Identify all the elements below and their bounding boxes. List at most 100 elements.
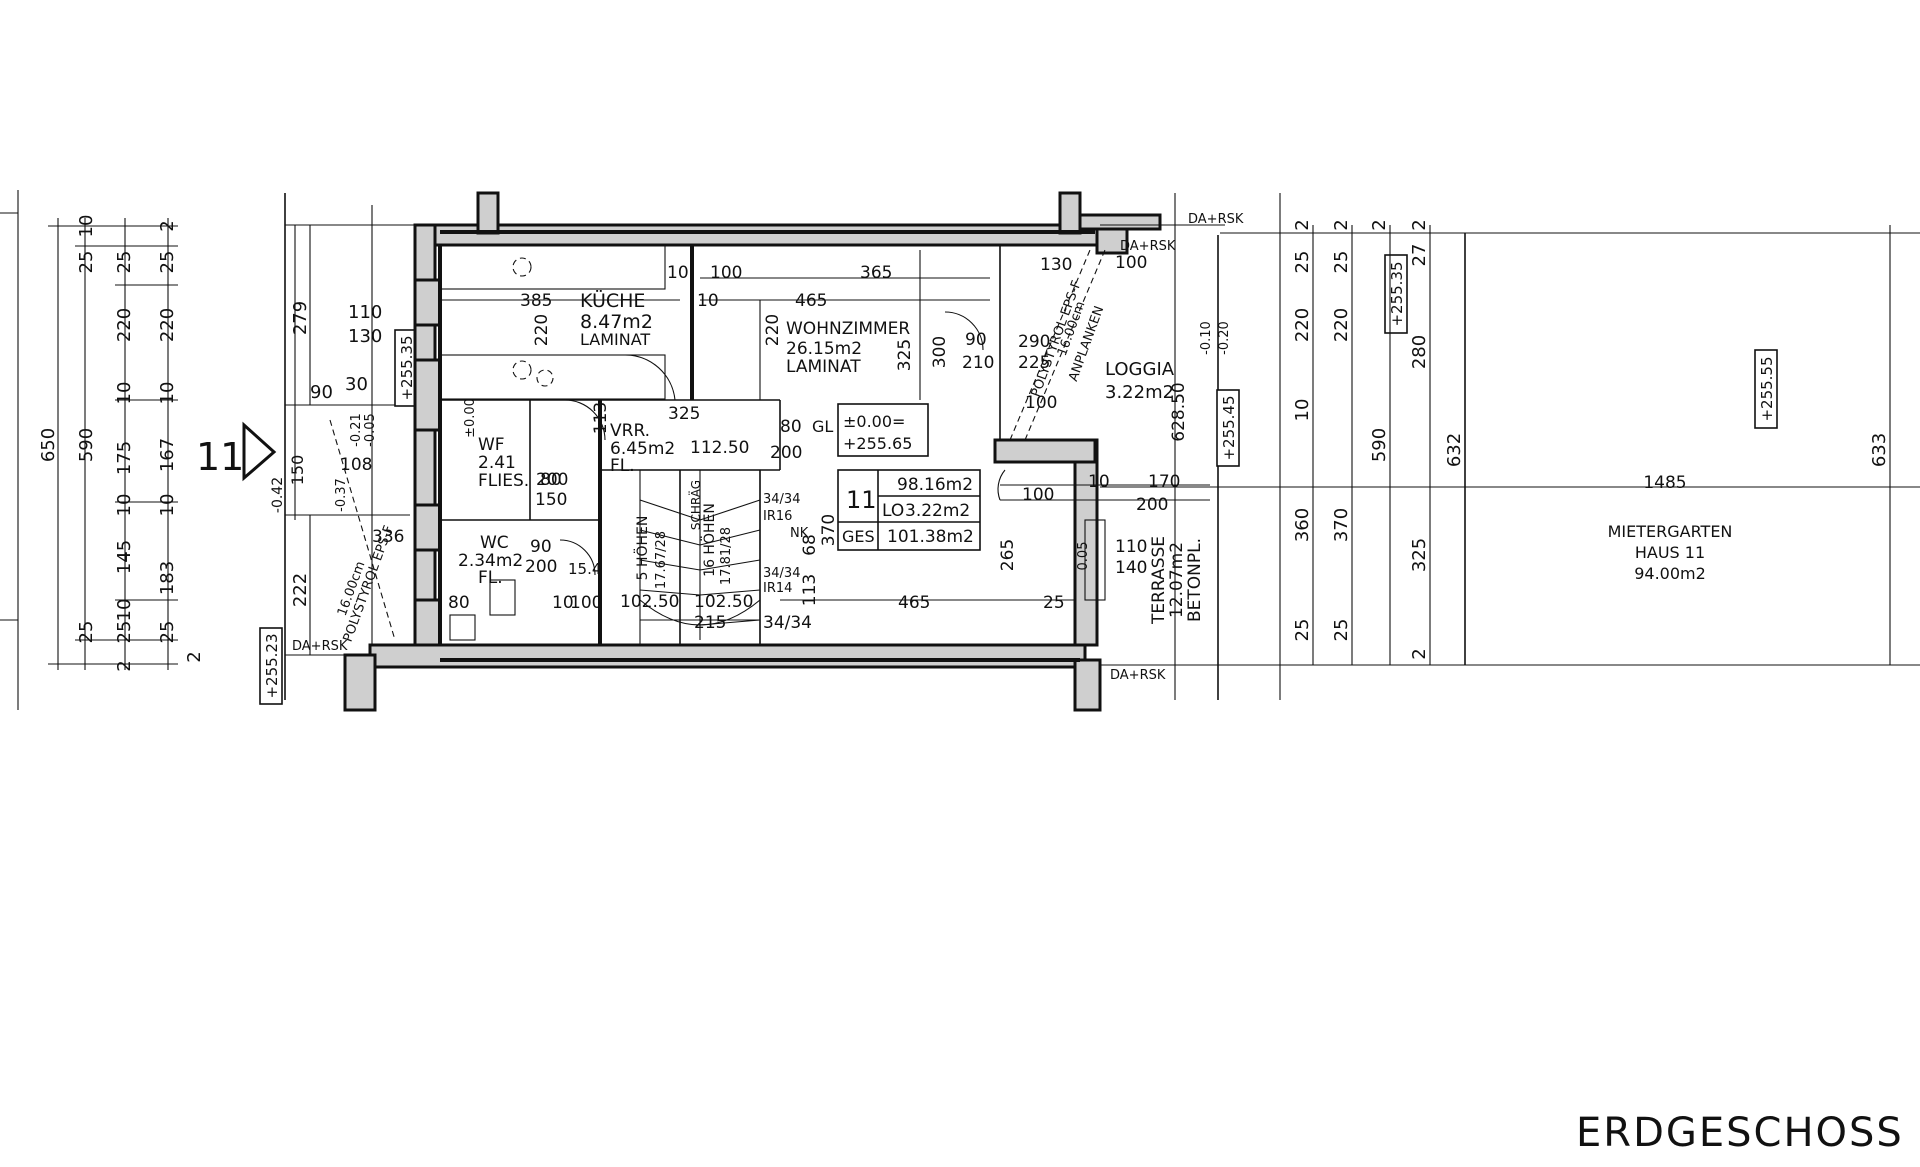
dim-c4-10b: 10 — [157, 494, 178, 517]
dim-365: 365 — [860, 263, 892, 283]
dim-10-kitchen: 10 — [667, 263, 689, 283]
dim-110: 110 — [348, 302, 382, 323]
dim-c4-25b: 25 — [157, 621, 178, 644]
dim-325-hall: 325 — [668, 404, 700, 424]
dim-100-wc: 100 — [570, 593, 602, 613]
dim-r5-633: 633 — [1869, 433, 1890, 467]
toilet — [489, 579, 516, 616]
dim-c4-167: 167 — [157, 438, 178, 472]
room-floor-wf: FLIES. — [478, 471, 529, 491]
room-name-terrasse: TERRASSE — [1149, 536, 1169, 625]
dim-10-wc: 10 — [552, 593, 574, 613]
dim-r1-220: 220 — [1292, 308, 1313, 342]
stair-note-schraeg: SCHRÄG — [688, 480, 703, 530]
dim-r3-2: 2 — [1409, 648, 1430, 659]
elevation-garden: +255.55 — [1758, 356, 1776, 421]
dim-113-hall: 113 — [591, 402, 611, 434]
room-area-wf: 2.41 — [478, 453, 516, 473]
stair-note-34-34-b: 34/34 — [763, 566, 800, 581]
right-exterior-lines — [1100, 193, 1920, 700]
dim-90: 90 — [310, 382, 333, 403]
dim-220-kitchen: 220 — [532, 314, 552, 346]
dim-300: 300 — [930, 336, 950, 368]
dim-100-loggia: 100 — [1115, 253, 1147, 273]
door-swing-wf — [564, 399, 606, 441]
dim-140: 140 — [1115, 558, 1147, 578]
dim-100-loggia-b: 100 — [1025, 393, 1057, 413]
dim-left-650: 650 — [38, 428, 59, 462]
dim-90-living: 90 — [965, 330, 987, 350]
dim-465-top: 465 — [795, 291, 827, 311]
elevation-right-1: +255.45 — [1220, 395, 1238, 460]
dim-r2-25: 25 — [1331, 251, 1352, 274]
dim-265: 265 — [998, 539, 1018, 571]
dim-113-stair: 113 — [800, 574, 820, 606]
dim-c3-25: 25 — [114, 251, 135, 274]
dim-r2-25b: 25 — [1331, 619, 1352, 642]
dim-150-wf: 150 — [535, 490, 567, 510]
level-000: ±0.00 — [463, 398, 478, 438]
dim-80-wc: 80 — [448, 593, 470, 613]
room-name-wf: WF — [478, 435, 505, 455]
dim-c4-25: 25 — [157, 251, 178, 274]
door-swing-wc — [559, 539, 596, 576]
dim-c3-10c: 10 — [114, 599, 135, 622]
dim-130-loggia: 130 — [1040, 255, 1072, 275]
dim-c3-2: 2 — [114, 660, 135, 671]
room-area-wc: 2.34m2 — [458, 551, 523, 571]
elevation-right-2: +255.35 — [1388, 261, 1406, 326]
dim-r1-25b: 25 — [1292, 619, 1313, 642]
dim-200-terrace: 200 — [1136, 495, 1168, 515]
height-628: 628.50 — [1169, 382, 1189, 441]
sheet-title: ERDGESCHOSS — [1576, 1110, 1904, 1156]
dim-c3-175: 175 — [114, 441, 135, 475]
right-dimension-chains — [1312, 225, 1891, 665]
elevation-box-garden — [1754, 349, 1778, 429]
area-table-lo-label: LO — [882, 501, 904, 521]
stair-note-nk: NK — [790, 526, 809, 541]
dim-c3-145: 145 — [114, 540, 135, 574]
dim-r3-280: 280 — [1409, 335, 1430, 369]
dim-right-top-2d: 2 — [1409, 219, 1430, 230]
dim-left-25-top: 25 — [76, 251, 97, 274]
door-swing-terrace — [997, 469, 1006, 501]
dim-c3-10b: 10 — [114, 494, 135, 517]
kitchen-counter — [439, 244, 676, 401]
stair-note-5-hoehen: 5 HÖHEN — [633, 516, 651, 581]
level-037: -0.37 — [334, 478, 349, 512]
dim-r4-632: 632 — [1444, 433, 1465, 467]
area-table-living: 98.16m2 — [897, 475, 973, 495]
level-005: -0.05 — [363, 413, 378, 447]
dim-34: 34/34 — [763, 613, 812, 633]
level-021: -0.21 — [349, 413, 364, 447]
dim-r2-590: 590 — [1369, 428, 1390, 462]
dim-102-b: 102.50 — [694, 592, 753, 612]
dim-r2-370: 370 — [1331, 508, 1352, 542]
sink — [449, 614, 476, 641]
dim-c3-10a: 10 — [114, 382, 135, 405]
dim-r1-360: 360 — [1292, 508, 1313, 542]
elevation-box-right-1 — [1216, 389, 1240, 467]
dim-25-bottom: 25 — [1043, 593, 1065, 613]
dim-left-590: 590 — [76, 428, 97, 462]
dim-210: 210 — [962, 353, 994, 373]
dim-r3-27: 27 — [1409, 244, 1430, 267]
dim-15-4: 15.4 — [568, 560, 601, 578]
stair-note-34-34-a: 34/34 — [763, 492, 800, 507]
house-marker: 11 — [196, 435, 244, 479]
dim-r2-220: 220 — [1331, 308, 1352, 342]
loggia-insulation-line — [1009, 249, 1091, 441]
dim-112: 112.50 — [690, 438, 749, 458]
room-floor-kueche: LAMINAT — [580, 330, 650, 349]
level-005-terrace: 0.05 — [1076, 542, 1091, 571]
dim-70-wc: 90 — [530, 537, 552, 557]
room-floor-wohnzimmer: LAMINAT — [786, 357, 861, 377]
dim-100-top: 100 — [710, 263, 742, 283]
staircase — [639, 469, 761, 646]
dim-100-terrace: 100 — [1022, 485, 1054, 505]
dim-right-top-2c: 2 — [1369, 219, 1390, 230]
dim-215: 215 — [694, 613, 726, 633]
da-rsk-top: DA+RSK — [1188, 212, 1244, 227]
stair-note-ratio-2: 17.81/28 — [719, 527, 734, 585]
